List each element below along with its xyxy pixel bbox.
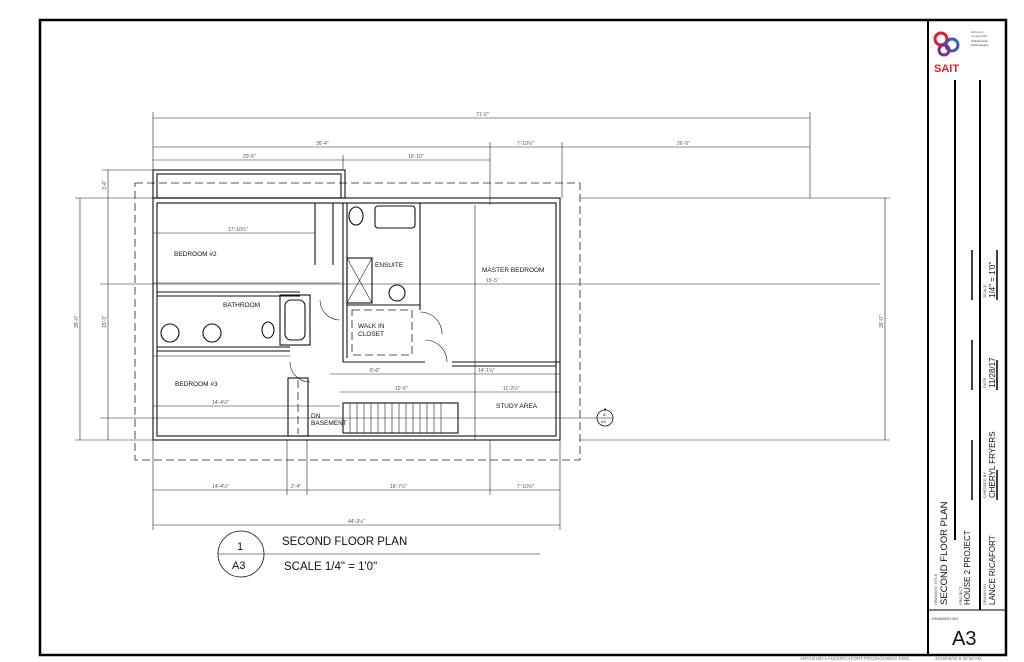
drawn-by: LANCE RICAFORT <box>988 535 997 605</box>
title-block: SAIT School of Construction Architectura… <box>928 30 1006 650</box>
file-name: ARCH215D-LANCERICAFORT-PROJHOUSE#2.DWG <box>800 656 910 661</box>
room-walk-in-1: WALK IN <box>358 323 385 330</box>
dim-mid-span: 14'-1½" <box>478 367 495 374</box>
view-title-text: SECOND FLOOR PLAN <box>282 536 407 548</box>
dim-bed3: 14'-4½" <box>212 399 229 406</box>
dim-top-mid: 7'-10½" <box>517 140 534 147</box>
room-bathroom: BATHROOM <box>223 302 260 309</box>
dim-overall-top: 71'-0" <box>476 112 489 118</box>
checked-by-label: CHECKED BY <box>982 472 987 498</box>
dimension-lines <box>75 112 890 530</box>
stair-basement: BASEMENT <box>311 420 347 427</box>
logo-line: Technologies <box>971 43 989 47</box>
dim-closet: 8'-6" <box>370 368 380 374</box>
plot-timestamp: 2018/09/30 8:39:58 AM <box>935 656 982 661</box>
drawn-by-label: DRAWN BY <box>982 583 987 605</box>
sait-logo: SAIT School of Construction Architectura… <box>933 30 989 75</box>
dim-study: 11'-2½" <box>503 385 520 392</box>
dim-bed2: 17'-10½" <box>228 226 248 233</box>
dim-top-a: 20'-6" <box>243 154 256 160</box>
logo-text: SAIT <box>934 63 959 75</box>
date: 11/28/17 <box>988 357 997 388</box>
drawing-number: A3 <box>952 628 976 650</box>
view-number: 1 <box>237 541 243 553</box>
dim-bottom-overall: 44'-3½" <box>348 518 365 525</box>
stair-dn: DN <box>311 413 321 420</box>
dim-bottom-c: 18'-7½" <box>390 483 407 490</box>
drawing-title-label: DRAWING TITLE <box>933 574 938 605</box>
dim-hall: 12'-6" <box>395 386 408 392</box>
dim-right-overall: 35'-0" <box>879 315 885 328</box>
dim-left-overall: 35'-0" <box>74 315 80 328</box>
checked-by: CHERYL FRYERS <box>988 431 997 498</box>
room-master-bedroom: MASTER BEDROOM <box>482 267 544 274</box>
dim-top-left: 36'-4" <box>316 141 329 147</box>
dim-bottom-a: 14'-4½" <box>212 483 229 490</box>
logo-line: Construction <box>971 34 988 38</box>
dim-bottom-b: 2'-4" <box>291 484 301 490</box>
sheet-border <box>38 18 1008 657</box>
room-study-area: STUDY AREA <box>496 403 538 410</box>
scale-value: 1/4" = 1'0" <box>988 261 997 298</box>
dim-master: 15'-5" <box>486 278 499 284</box>
logo-line: Architectural <box>971 39 988 43</box>
section-marker: A A3 <box>596 408 614 427</box>
view-sheet: A3 <box>232 560 245 572</box>
dim-top-right: 26'-9" <box>677 141 690 147</box>
view-title: 1 A3 SECOND FLOOR PLAN SCALE 1/4" = 1'0" <box>217 530 540 578</box>
dimension-labels: 71'-0" 36'-4" 7'-10½" 26'-9" 20'-6" 15'-… <box>74 112 885 525</box>
view-scale: SCALE 1/4" = 1'0" <box>284 561 377 573</box>
dim-bottom-d: 7'-10½" <box>517 483 534 490</box>
section-letter: A <box>603 412 606 417</box>
logo-line: School of <box>971 30 984 34</box>
room-bedroom-2: BEDROOM #2 <box>174 251 217 258</box>
drawing-no-label: DRAWING NO. <box>932 616 959 621</box>
scale-label: SCALE <box>982 285 987 298</box>
room-ensuite: ENSUITE <box>375 262 404 269</box>
room-bedroom-3: BEDROOM #3 <box>175 381 218 388</box>
room-labels: BEDROOM #2 BATHROOM BEDROOM #3 ENSUITE W… <box>174 251 544 427</box>
drawing-title: SECOND FLOOR PLAN <box>939 501 950 605</box>
dim-left-small: 3'-6" <box>102 180 108 190</box>
dim-top-b: 15'-10" <box>408 154 424 160</box>
section-sheet: A3 <box>601 419 607 424</box>
project-name: HOUSE 2 PROJECT <box>963 530 972 605</box>
roof-outline <box>134 182 581 461</box>
project-label: PROJECT <box>958 586 963 605</box>
date-label: DATE <box>982 377 987 388</box>
room-walk-in-2: CLOSET <box>358 331 384 338</box>
dim-left-mid: 15'-3" <box>102 315 108 328</box>
walls <box>152 169 561 441</box>
